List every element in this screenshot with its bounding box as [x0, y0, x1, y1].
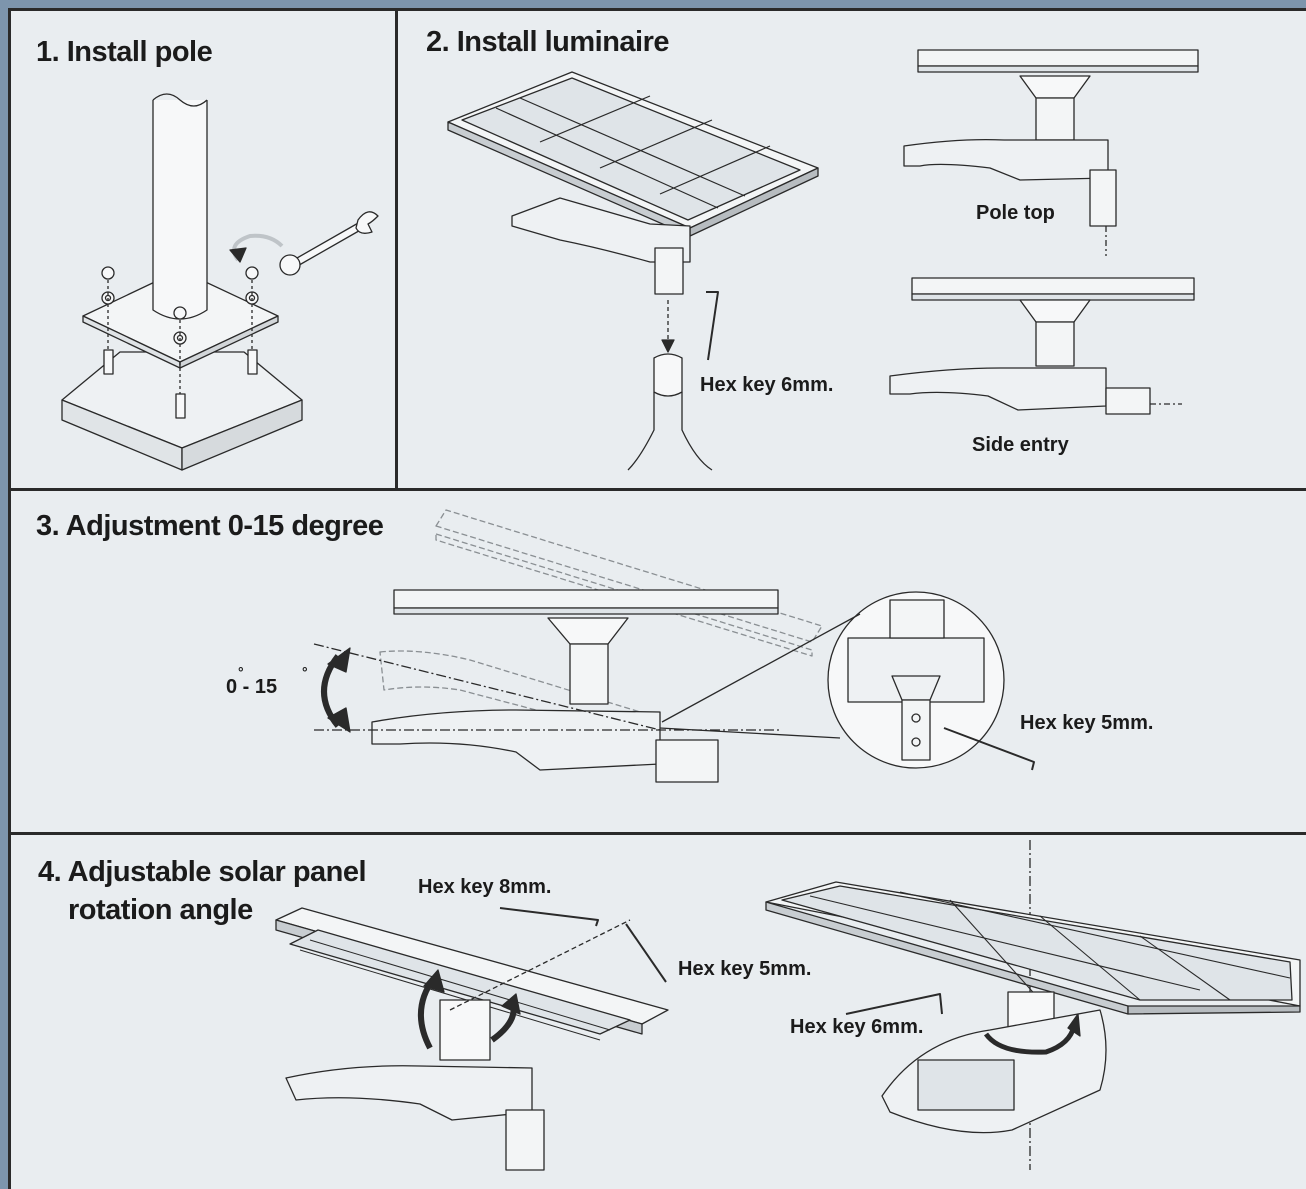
luminaire-perspective: [448, 72, 818, 470]
luminaire-pole-top-side-view: [904, 50, 1198, 256]
side-entry-label: Side entry: [972, 434, 1069, 456]
degree-mark-icon: °: [238, 664, 244, 680]
adjustment-drawing: [314, 510, 1034, 782]
luminaire-side-entry-side-view: [890, 278, 1194, 414]
hex-key-6mm-label-panel2: Hex key 6mm.: [700, 374, 834, 396]
rotation-left-drawing: [276, 908, 668, 1170]
pole-base-drawing: [62, 94, 378, 470]
divider-vertical-top: [395, 11, 398, 489]
panel-4-title-line1: 4. Adjustable solar panel: [38, 856, 367, 888]
divider-horizontal-2: [11, 832, 1306, 835]
degree-mark-icon: °: [302, 664, 308, 680]
divider-horizontal-1: [11, 488, 1306, 491]
hex-key-5mm-label-panel3: Hex key 5mm.: [1020, 712, 1154, 734]
panel-2-title: 2. Install luminaire: [426, 26, 670, 58]
hex-key-5mm-label-panel4: Hex key 5mm.: [678, 958, 812, 980]
angle-label: 0 - 15: [226, 676, 278, 698]
hex-key-8mm-label: Hex key 8mm.: [418, 876, 552, 898]
hex-key-6mm-label-panel4: Hex key 6mm.: [790, 1016, 924, 1038]
rotation-right-drawing: [766, 840, 1300, 1170]
panel-4-title-line2: rotation angle: [68, 894, 253, 926]
panel-1-title: 1. Install pole: [36, 36, 213, 68]
pole-top-label: Pole top: [976, 202, 1055, 224]
panel-3-title: 3. Adjustment 0-15 degree: [36, 510, 384, 542]
